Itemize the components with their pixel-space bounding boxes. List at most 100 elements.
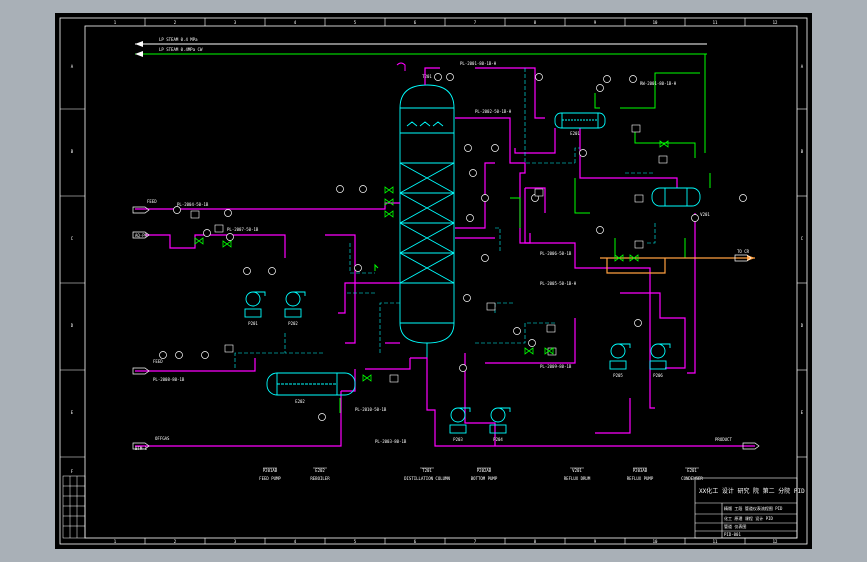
pump-p202[interactable] (284, 291, 306, 318)
equipment-legend: P201AB FEED PUMP E202 REBOILER T201 DIST… (259, 467, 703, 481)
equip-tag: P201AB (263, 468, 278, 473)
title-line-3: 化工 原理 课程 设计 PID (724, 515, 773, 521)
pid-drawing: 1 2 3 4 5 6 7 8 9 10 11 12 1 2 3 4 5 6 7… (59, 17, 808, 545)
pump-tag: P205 (613, 373, 623, 378)
title-line-5: PID-001 (724, 532, 741, 537)
drawing-sheet: 1 2 3 4 5 6 7 8 9 10 11 12 1 2 3 4 5 6 7… (55, 13, 812, 549)
col-mark: 12 (773, 539, 778, 544)
row-mark: B (801, 149, 804, 154)
control-valves[interactable] (190, 124, 668, 383)
col-mark: 8 (534, 20, 537, 25)
col-mark: 5 (354, 539, 357, 544)
right-out-label: TO CR (737, 249, 750, 254)
col-mark: 10 (653, 539, 658, 544)
row-mark: A (71, 64, 74, 69)
steam-label-2: LP STEAM 0.4MPa CW (159, 47, 203, 52)
reboiler[interactable] (266, 372, 356, 396)
row-mark: F (71, 469, 74, 474)
col-mark: 2 (174, 539, 177, 544)
line-number: PL-2003-80-1B (375, 439, 407, 444)
row-mark: C (71, 236, 74, 241)
product-out-label: PRODUCT (715, 437, 732, 442)
pump-p203[interactable] (449, 407, 471, 434)
equip-desc: CONDENSER (681, 476, 703, 481)
arrow-left-icon (135, 51, 143, 57)
row-mark: D (71, 323, 74, 328)
line-number: PL-2008-80-1B (153, 377, 185, 382)
equip-desc: REBOILER (310, 476, 330, 481)
line-numbers: PL-2001-80-1B-H RW-2001-80-1B-H PL-2004-… (153, 61, 677, 444)
equip-desc: BOTTOM PUMP (471, 476, 498, 481)
pump-tag: P201 (248, 321, 258, 326)
col-mark: 11 (713, 20, 718, 25)
col-mark: 2 (174, 20, 177, 25)
pump-tag: P203 (453, 437, 463, 442)
equip-tag: T201 (422, 468, 432, 473)
pump-p201[interactable] (244, 291, 266, 318)
pump-p205[interactable] (609, 343, 631, 370)
steam-label-1: LP STEAM 0.4 MPa (159, 37, 198, 42)
col-mark: 9 (594, 20, 597, 25)
equip-tag: V201 (572, 468, 582, 473)
process-lines (135, 67, 755, 447)
line-number: PL-2001-80-1B-H (460, 61, 497, 66)
col-mark: 12 (773, 20, 778, 25)
equip-tag: P203AB (633, 468, 648, 473)
row-mark: B (71, 149, 74, 154)
col-mark: 7 (474, 539, 477, 544)
valve-bowties[interactable] (194, 140, 669, 382)
frame-ticks (60, 18, 807, 544)
line-number: PL-2007-50-1B (227, 227, 259, 232)
instrument-bubbles[interactable] (159, 73, 747, 421)
feed-label: FEED (147, 199, 157, 204)
bottom-out2-label: OFFGAS (155, 436, 170, 441)
line-number: PL-2004-50-1B (177, 202, 209, 207)
line-number: PL-2002-50-1B-H (475, 109, 512, 114)
title-line-1: XX化工 设计 研究 院 第二 分院 PID (699, 487, 805, 495)
equip-tag: E201 (687, 468, 697, 473)
title-block: XX化工 设计 研究 院 第二 分院 PID 精馏 工段 管道仪表流程图 PID… (694, 477, 805, 539)
heating-line (600, 257, 755, 274)
col-mark: 6 (414, 20, 417, 25)
drawing-frame (59, 17, 808, 545)
distillation-column[interactable] (399, 84, 455, 358)
row-mark: C (801, 236, 804, 241)
col-mark: 7 (474, 20, 477, 25)
col-mark: 8 (534, 539, 537, 544)
line-number: PL-2009-80-1B (540, 364, 572, 369)
title-line-2: 精馏 工段 管道仪表流程图 PID (724, 505, 783, 511)
revision-grid (62, 475, 86, 539)
pump-tag: P206 (653, 373, 663, 378)
terminals (132, 206, 760, 450)
pump-tag: P204 (493, 437, 503, 442)
row-mark: D (801, 323, 804, 328)
col-mark: 4 (294, 20, 297, 25)
pump-p206[interactable] (649, 343, 671, 370)
title-line-4: 管道 仪表图 (724, 523, 746, 529)
line-number: PL-2005-50-1B-H (540, 281, 577, 286)
tower-tag: T201 (422, 74, 432, 79)
vent-symbol (396, 62, 406, 71)
equip-tag: E202 (315, 468, 325, 473)
col-mark: 1 (114, 539, 117, 544)
equip-desc: REFLUX DRUM (564, 476, 591, 481)
col-mark: 11 (713, 539, 718, 544)
equip-desc: DISTILLATION COLUMN (404, 476, 450, 481)
feed2-label: AQ-PR (135, 233, 148, 238)
bottom-out-label: BTM-1 (135, 446, 148, 451)
col-mark: 10 (653, 20, 658, 25)
equip-desc: FEED PUMP (259, 476, 281, 481)
condenser[interactable] (554, 112, 606, 129)
pump-p204[interactable] (489, 407, 511, 434)
row-mark: A (801, 64, 804, 69)
equip-desc: REFLUX PUMP (627, 476, 654, 481)
steam-header: LP STEAM 0.4 MPa (135, 37, 707, 47)
frame-row-marks: A B C D E F A B C D E (71, 64, 804, 474)
col-mark: 3 (234, 20, 237, 25)
pump-tag: P202 (288, 321, 298, 326)
col-mark: 4 (294, 539, 297, 544)
reflux-drum[interactable] (651, 187, 701, 207)
frame-column-marks: 1 2 3 4 5 6 7 8 9 10 11 12 1 2 3 4 5 6 7… (114, 20, 778, 544)
cw-header: LP STEAM 0.4MPa CW (135, 47, 707, 57)
row-mark: E (801, 410, 804, 415)
